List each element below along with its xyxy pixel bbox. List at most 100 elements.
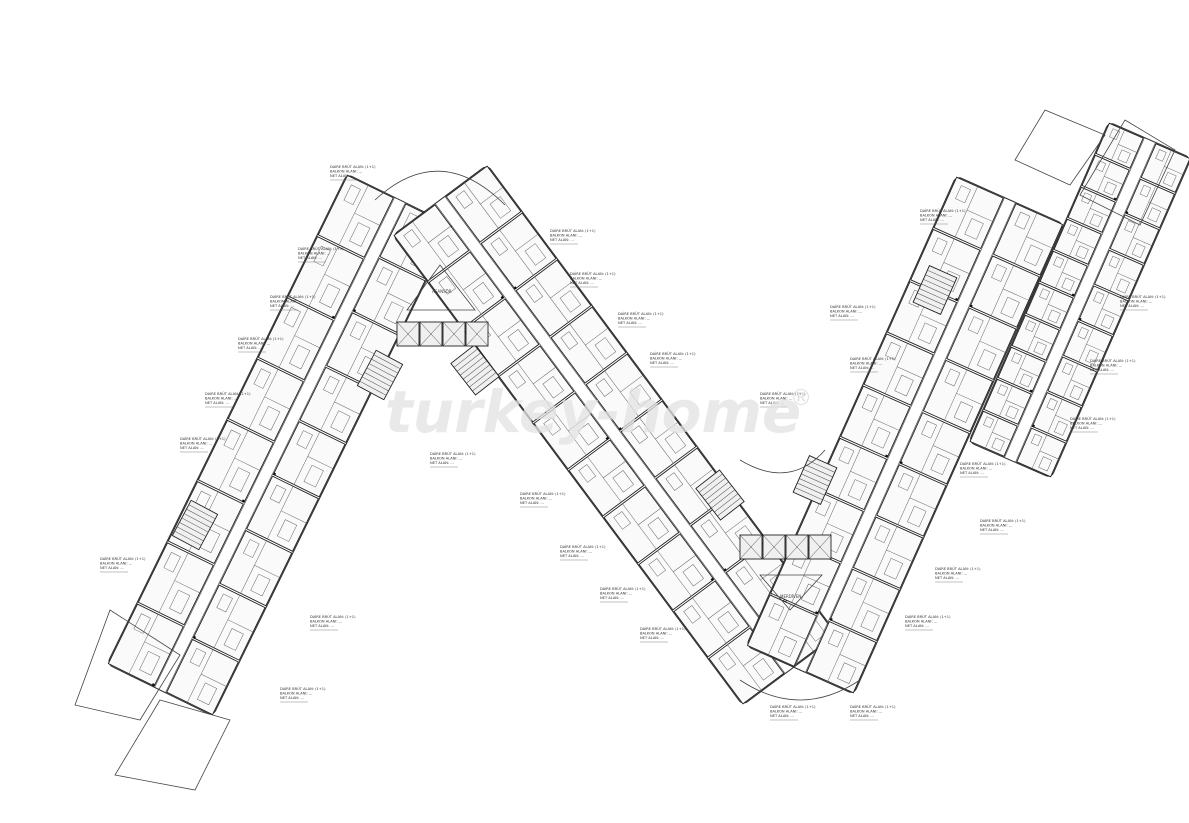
structural-column [829, 617, 833, 621]
unit-annotation-line: BALKON ALANI: ... [850, 362, 882, 366]
bed-symbol [229, 467, 251, 492]
stair-tread [915, 297, 943, 311]
structural-column [710, 577, 715, 582]
partition-wall [1133, 237, 1152, 246]
unit-annotation-line: NET ALAN: ... [330, 174, 354, 178]
wing-4 [969, 122, 1189, 478]
unit-annotation-line: BALKON ALANI: ... [935, 572, 967, 576]
table-symbol [861, 394, 878, 413]
table-symbol [1124, 220, 1136, 233]
unit-annotation: DAİRE BRÜT ALAN: (1+1)BALKON ALANI: ... … [935, 566, 981, 583]
bed-symbol [1033, 341, 1047, 356]
table-symbol [216, 593, 233, 613]
bed-symbol [871, 427, 891, 449]
partition-wall [568, 413, 591, 432]
partition-wall [347, 322, 374, 376]
unit-annotation-line: DAİRE BRÜT ALAN: (1+1) [760, 391, 806, 396]
courtyard-triangle [759, 574, 823, 611]
partition-wall [569, 323, 604, 370]
junction-curve [374, 170, 506, 206]
partition-wall [909, 497, 936, 510]
apartment-unit [317, 174, 394, 258]
partition-wall [1062, 363, 1079, 398]
structural-column [513, 286, 517, 290]
structural-column [1078, 317, 1082, 321]
bed-symbol [1116, 278, 1130, 294]
wing-outline [747, 177, 1063, 693]
partition-wall [281, 510, 307, 524]
bridge-cross [739, 534, 763, 560]
partition-wall [387, 292, 414, 306]
unit-annotation-line: DAİRE BRÜT ALAN: (1+1) [905, 614, 951, 619]
bridge-cross [396, 321, 420, 347]
apartment-unit [166, 638, 239, 716]
stair-tread [459, 356, 484, 376]
table-symbol [595, 378, 614, 397]
unit-annotation-line: NET ALAN: ... [600, 596, 624, 600]
partition-wall [267, 486, 294, 540]
unit-annotation: DAİRE BRÜT ALAN: (1+1)BALKON ALANI: ... … [1070, 416, 1116, 433]
unit-annotation-line: NET ALAN: ... [310, 624, 334, 628]
partition-wall [1070, 379, 1090, 389]
table-symbol [1014, 211, 1031, 230]
unit-annotation-line: NET ALAN: ... [238, 346, 262, 350]
stair-tread [698, 473, 723, 493]
bed-symbol [507, 329, 529, 352]
partition-wall [187, 649, 214, 703]
bed-symbol [577, 423, 599, 446]
partition-wall [1055, 415, 1075, 424]
stair-tread [795, 487, 823, 501]
partition-wall [826, 523, 853, 536]
partition-wall [884, 343, 908, 394]
table-symbol [223, 429, 241, 451]
bed-symbol [629, 384, 652, 407]
table-symbol [1030, 433, 1043, 447]
partition-wall [1076, 240, 1095, 249]
apartment-unit [299, 366, 373, 443]
partition-wall [428, 225, 451, 244]
apartment-unit [969, 255, 1040, 328]
partition-wall [248, 369, 279, 429]
bed-symbol [1023, 244, 1044, 267]
partition-wall [515, 234, 539, 252]
partition-wall [1020, 368, 1039, 377]
table-symbol [851, 577, 867, 596]
table-symbol [1155, 149, 1167, 162]
corridor-line [1004, 137, 1145, 458]
table-symbol [613, 511, 631, 530]
apartment-unit [603, 486, 680, 564]
table-symbol [768, 603, 785, 621]
bed-symbol [1047, 309, 1061, 324]
partition-wall [873, 418, 900, 431]
stair-tread [364, 372, 392, 387]
unit-annotation-line: BALKON ALANI: ... [980, 524, 1012, 528]
partition-wall [320, 377, 347, 431]
partition-wall [227, 619, 254, 633]
partition-wall [943, 262, 970, 275]
table-symbol [683, 605, 701, 624]
apartment-unit [969, 410, 1018, 457]
unit-annotation-line: DAİRE BRÜT ALAN: (1+1) [830, 304, 876, 309]
structural-column [1071, 293, 1075, 297]
partition-wall [1090, 208, 1109, 217]
partition-wall [294, 335, 320, 349]
bed-symbol [917, 322, 938, 345]
apartment-unit [933, 176, 1004, 250]
partition-wall [1101, 308, 1121, 318]
partition-wall [334, 401, 360, 415]
stair-tread [179, 522, 207, 537]
partition-wall [354, 212, 380, 226]
unit-annotation: DAİRE BRÜT ALAN: (1+1)BALKON ALANI: ... … [298, 246, 344, 263]
partition-wall [373, 268, 401, 322]
unit-annotation-line: BALKON ALANI: ... [1120, 300, 1152, 304]
unit-annotation-line: DAİRE BRÜT ALAN: (1+1) [430, 451, 476, 456]
unit-annotation-line: DAİRE BRÜT ALAN: (1+1) [238, 336, 284, 341]
structural-column [605, 436, 610, 441]
partition-wall [850, 470, 877, 483]
stair-tread [717, 497, 742, 517]
partition-wall [985, 417, 999, 449]
unit-annotation: DAİRE BRÜT ALAN: (1+1)BALKON ALANI: ... … [1090, 358, 1136, 375]
table-symbol [283, 307, 301, 328]
unit-annotation-line: NET ALAN: ... [830, 314, 854, 318]
bed-symbol [860, 610, 880, 632]
